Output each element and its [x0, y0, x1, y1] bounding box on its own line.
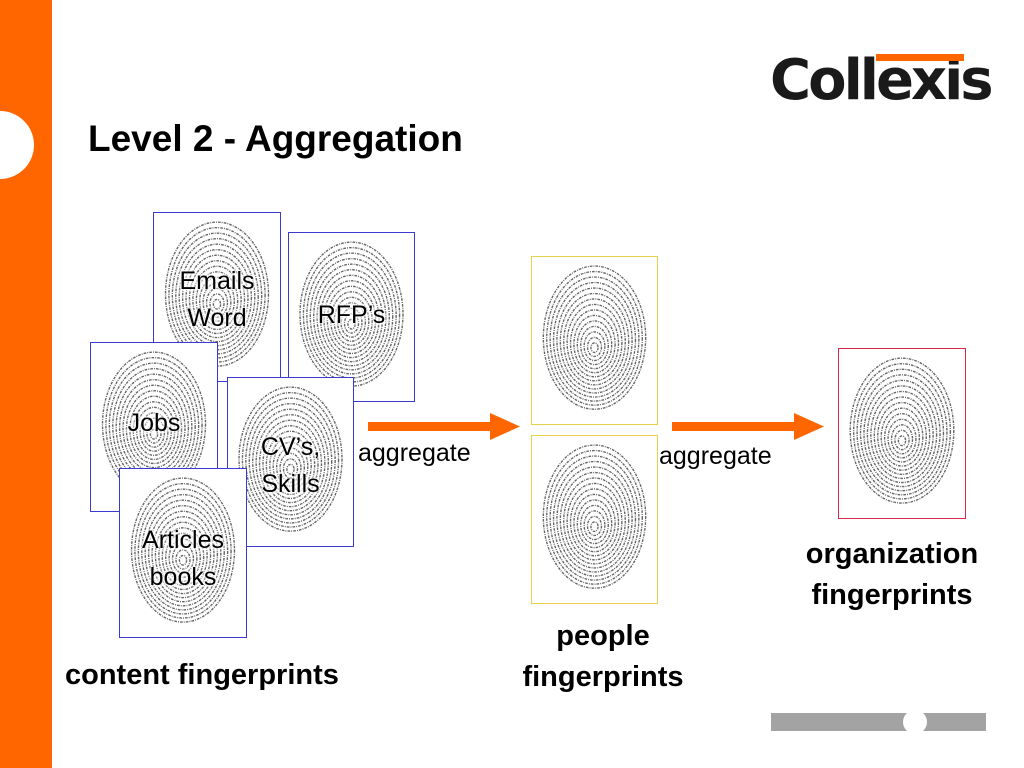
- content-card-cvs: CV’s, Skills: [227, 377, 354, 547]
- footer-bar: [771, 713, 986, 731]
- fingerprint-icon: [542, 444, 647, 589]
- footer-bar-circle: [903, 710, 927, 734]
- card-label-line1: Emails: [179, 267, 255, 295]
- slide-title: Level 2 - Aggregation: [88, 118, 463, 159]
- collexis-logo: Collexis: [770, 50, 994, 112]
- card-label-line1: Jobs: [127, 409, 181, 437]
- card-label-line2: Skills: [261, 470, 320, 498]
- card-label-line2: Word: [187, 304, 247, 332]
- card-label-line2: books: [149, 563, 217, 591]
- card-label-line1: CV’s,: [260, 433, 321, 461]
- fingerprint-icon: [849, 357, 955, 504]
- org-caption-line1: organization: [805, 538, 979, 570]
- arrow-right-icon: [368, 413, 520, 440]
- people-caption-line1: people: [556, 620, 650, 652]
- card-label-line1: Articles: [142, 526, 224, 554]
- aggregate-label: aggregate: [659, 442, 772, 470]
- people-caption-line2: fingerprints: [522, 661, 684, 693]
- arrow-right-icon: [672, 413, 824, 440]
- organization-card: [838, 348, 966, 519]
- people-card-1: [531, 256, 658, 425]
- fingerprint-icon: [130, 477, 236, 623]
- fingerprint-icon: [542, 265, 647, 410]
- logo-accent-bar: [876, 54, 964, 61]
- aggregate-label: aggregate: [358, 439, 471, 467]
- content-card-articles: Articles books: [119, 468, 247, 638]
- org-caption-line2: fingerprints: [811, 579, 973, 611]
- card-label-line1: RFP’s: [317, 301, 386, 329]
- content-fingerprints-caption: content fingerprints: [65, 659, 339, 691]
- people-card-2: [531, 435, 658, 604]
- fingerprint-icon: [238, 386, 343, 532]
